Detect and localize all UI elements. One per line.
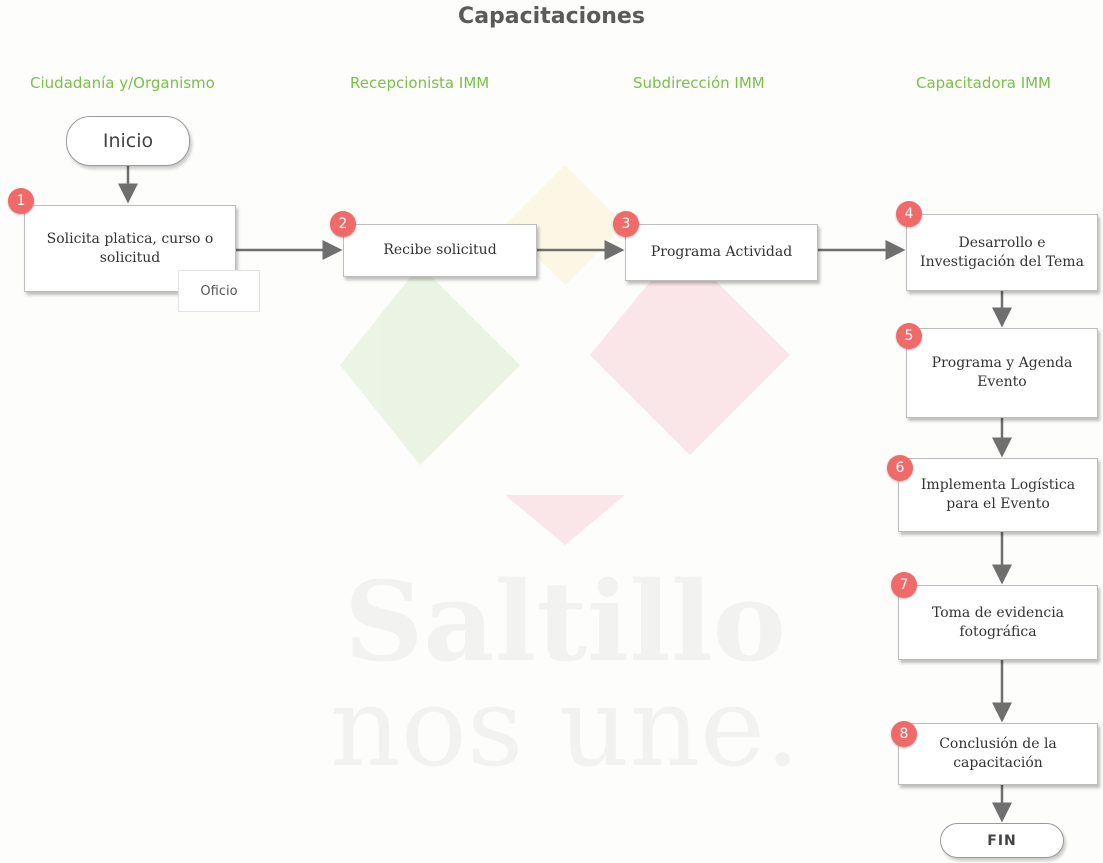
step-6-badge: 6 bbox=[887, 455, 913, 481]
step-1-badge: 1 bbox=[8, 188, 34, 214]
step-4-text: Desarrollo e Investigación del Tema bbox=[920, 234, 1084, 270]
step-2-box: Recibe solicitud bbox=[343, 224, 537, 277]
diagram-title: Capacitaciones bbox=[458, 4, 645, 29]
step-6-text: Implementa Logística para el Evento bbox=[920, 477, 1076, 512]
step-7-text: Toma de evidencia fotográfica bbox=[931, 604, 1065, 640]
step-2-text: Recibe solicitud bbox=[383, 242, 497, 259]
lane-ciudadania: Ciudadanía y/Organismo bbox=[30, 74, 215, 92]
step-5-text: Programa y Agenda Evento bbox=[931, 355, 1073, 390]
step-3-text: Programa Actividad bbox=[650, 244, 793, 261]
step-3-box: Programa Actividad bbox=[625, 224, 818, 281]
lane-capacitadora: Capacitadora IMM bbox=[916, 74, 1051, 92]
step-1-text: Solicita platica, curso o solicitud bbox=[46, 230, 214, 266]
step-2-badge: 2 bbox=[330, 211, 356, 237]
document-oficio: Oficio bbox=[178, 270, 260, 312]
step-4-badge: 4 bbox=[896, 201, 922, 227]
end-terminal: FIN bbox=[940, 823, 1064, 858]
watermark-line-2: nos une. bbox=[330, 663, 800, 791]
step-8-text: Conclusión de la capacitación bbox=[939, 736, 1057, 771]
step-4-box: Desarrollo e Investigación del Tema bbox=[906, 214, 1098, 291]
watermark-line-1: Saltillo bbox=[344, 557, 786, 686]
step-7-badge: 7 bbox=[891, 572, 917, 598]
start-terminal: Inicio bbox=[66, 116, 190, 166]
step-6-box: Implementa Logística para el Evento bbox=[898, 458, 1098, 532]
step-7-box: Toma de evidencia fotográfica bbox=[898, 585, 1098, 660]
step-5-badge: 5 bbox=[896, 323, 922, 349]
step-8-box: Conclusión de la capacitación bbox=[898, 723, 1098, 785]
step-8-badge: 8 bbox=[891, 721, 917, 747]
lane-subdireccion: Subdirección IMM bbox=[633, 74, 765, 92]
step-3-badge: 3 bbox=[613, 211, 639, 237]
step-5-box: Programa y Agenda Evento bbox=[906, 328, 1098, 418]
lane-recepcionista: Recepcionista IMM bbox=[350, 74, 490, 92]
